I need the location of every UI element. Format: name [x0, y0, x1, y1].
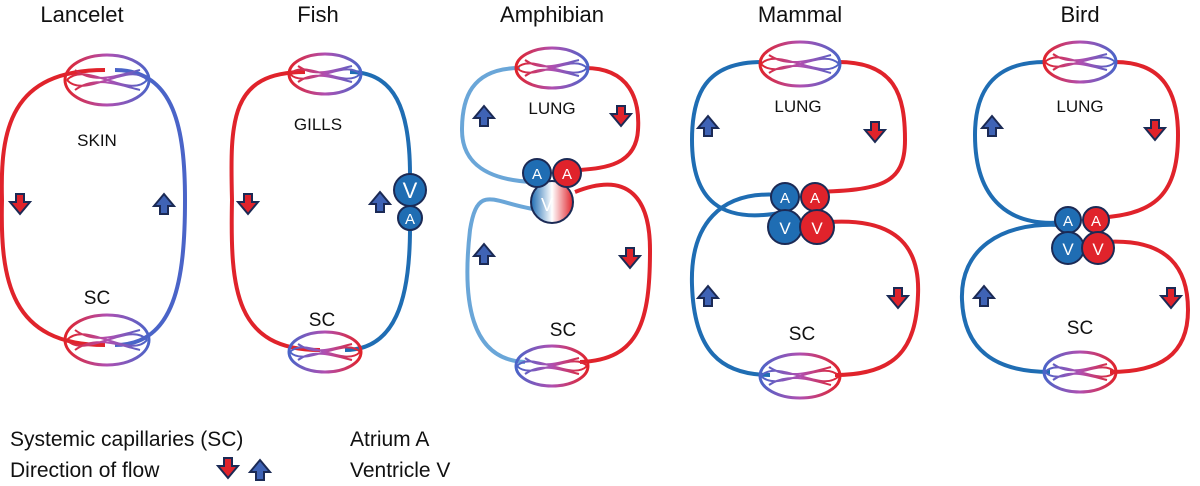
label-gills: GILLS: [294, 115, 342, 134]
arrow-up-icon: [979, 114, 1005, 137]
panel-title-lancelet: Lancelet: [40, 2, 123, 27]
ventricle-label: V: [811, 219, 823, 238]
legend-sc-text: Systemic capillaries (SC): [10, 428, 243, 451]
arrow-up-icon: [971, 284, 997, 307]
arrow-down-icon: [7, 193, 33, 216]
legend-atrium-text: Atrium A: [350, 428, 429, 451]
arrow-down-icon: [617, 247, 643, 270]
atrium-right-chamber: [552, 158, 582, 188]
capillary-bed-sc: [514, 344, 590, 388]
ventricle-label: V: [541, 195, 553, 215]
legend: Systemic capillaries (SC) Direction of f…: [10, 428, 450, 482]
atrium-left-chamber: [522, 158, 552, 188]
panel-amphibian: Amphibian LUNG SC V A A: [459, 2, 653, 388]
vessel-oxygenated: [1104, 239, 1191, 374]
capillary-bed-sc: [1042, 350, 1118, 394]
arrow-up-icon: [695, 284, 721, 307]
ventricle-label: V: [403, 178, 418, 203]
amphibian-heart: V A A: [522, 158, 582, 224]
label-sc: SC: [309, 310, 335, 331]
atrium-chamber: [397, 205, 423, 231]
atrium-label: A: [810, 190, 820, 207]
label-lung: LUNG: [774, 97, 821, 116]
label-sc: SC: [550, 320, 576, 341]
bird-heart: A A V V: [1051, 206, 1115, 265]
capillary-bed-skin: [63, 53, 151, 107]
arrow-up-icon: [471, 242, 497, 265]
panel-title-bird: Bird: [1060, 2, 1099, 27]
atrium-label: A: [405, 211, 415, 228]
legend-arrow-down-icon: [215, 457, 241, 480]
vessel-mixed: [465, 197, 541, 364]
ventricle-label: V: [1062, 240, 1074, 259]
atrium-label: A: [780, 190, 790, 207]
label-sc: SC: [84, 288, 110, 309]
vessel-deoxygenated: [114, 68, 188, 347]
arrow-up-icon: [471, 104, 497, 127]
ventricle-chamber: [530, 180, 574, 224]
capillary-bed-gills: [287, 52, 363, 96]
vessel-oxygenated: [229, 70, 321, 352]
vessel-oxygenated: [574, 182, 653, 364]
fish-heart: V A: [393, 173, 427, 231]
capillary-bed-lung: [758, 40, 842, 88]
arrow-down-icon: [1158, 287, 1184, 310]
atrium-label: A: [532, 166, 542, 183]
label-lung: LUNG: [528, 99, 575, 118]
vessel-oxygenated: [1094, 60, 1181, 220]
vessel-deoxygenated: [689, 60, 786, 218]
legend-ventricle-text: Ventricle V: [350, 459, 450, 482]
vessel-oxygenated: [0, 68, 106, 347]
panel-lancelet: Lancelet SKIN SC: [0, 2, 188, 367]
label-sc: SC: [789, 324, 815, 345]
capillary-bed-lung: [1042, 40, 1118, 84]
panel-fish: Fish GILLS SC V A: [229, 2, 427, 374]
arrow-down-icon: [608, 105, 634, 128]
arrow-up-icon: [367, 190, 393, 213]
arrow-down-icon: [862, 121, 888, 144]
ventricle-label: V: [1092, 240, 1104, 259]
arrow-down-icon: [1142, 119, 1168, 142]
atrium-label: A: [1063, 213, 1073, 230]
atrium-label: A: [562, 166, 572, 183]
vessel-deoxygenated: [689, 192, 781, 377]
vessel-oxygenated: [814, 60, 908, 194]
label-sc: SC: [1067, 318, 1093, 339]
panel-mammal: Mammal LUNG SC A A V V: [689, 2, 921, 400]
vessel-oxygenated: [829, 219, 921, 377]
capillary-bed-sc: [63, 313, 151, 367]
label-skin: SKIN: [77, 131, 117, 150]
vessel-deoxygenated: [959, 222, 1061, 374]
ventricle-right-chamber: [799, 209, 835, 245]
capillary-bed-sc: [287, 330, 363, 374]
capillary-bed-lung: [514, 46, 590, 90]
arrow-up-icon: [151, 192, 177, 215]
arrow-down-icon: [235, 193, 261, 216]
ventricle-right-chamber: [1081, 231, 1115, 265]
mammal-heart: A A V V: [767, 182, 835, 245]
capillary-bed-sc: [758, 352, 842, 400]
panel-title-fish: Fish: [297, 2, 339, 27]
label-lung: LUNG: [1056, 97, 1103, 116]
vessel-oxygenated: [579, 66, 641, 172]
ventricle-label: V: [779, 219, 791, 238]
panel-title-mammal: Mammal: [758, 2, 842, 27]
legend-flow-text: Direction of flow: [10, 459, 160, 482]
arrow-down-icon: [885, 287, 911, 310]
panel-title-amphibian: Amphibian: [500, 2, 604, 27]
atrium-label: A: [1091, 213, 1101, 230]
panel-bird: Bird LUNG SC A A V V: [959, 2, 1191, 394]
arrow-up-icon: [695, 114, 721, 137]
legend-arrow-up-icon: [247, 458, 273, 481]
vessel-mixed: [459, 66, 533, 184]
vessel-deoxygenated: [972, 60, 1066, 225]
